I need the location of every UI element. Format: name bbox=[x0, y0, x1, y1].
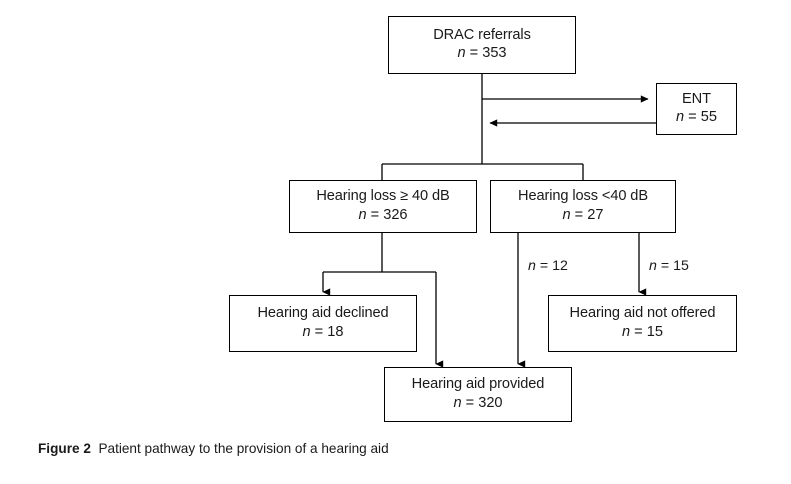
node-hearing-loss-ge-40db-count: n = 326 bbox=[358, 207, 407, 225]
n-value: 320 bbox=[478, 394, 503, 411]
eq-symbol: = bbox=[310, 323, 328, 340]
n-symbol: n bbox=[676, 109, 685, 126]
node-ent[interactable]: ENT n = 55 bbox=[656, 83, 737, 135]
node-hearing-aid-declined-title: Hearing aid declined bbox=[257, 305, 389, 322]
n-value: 55 bbox=[700, 109, 717, 126]
n-symbol: n bbox=[622, 323, 631, 340]
node-hearing-loss-lt-40db[interactable]: Hearing loss <40 dB n = 27 bbox=[490, 180, 676, 233]
figure-caption-text: Patient pathway to the provision of a he… bbox=[98, 441, 389, 456]
n-value: 12 bbox=[552, 258, 568, 274]
figure-caption: Figure 2 Patient pathway to the provisio… bbox=[38, 441, 389, 456]
n-symbol: n bbox=[302, 323, 311, 340]
figure-caption-label: Figure 2 bbox=[38, 441, 91, 456]
n-symbol: n bbox=[649, 258, 657, 274]
node-drac-referrals[interactable]: DRAC referrals n = 353 bbox=[388, 16, 576, 74]
n-value: 27 bbox=[587, 206, 604, 223]
n-symbol: n bbox=[453, 394, 462, 411]
eq-symbol: = bbox=[465, 45, 483, 62]
n-value: 15 bbox=[673, 258, 689, 274]
node-ent-title: ENT bbox=[682, 90, 711, 107]
n-symbol: n bbox=[562, 206, 571, 223]
node-hearing-aid-declined-count: n = 18 bbox=[303, 324, 344, 342]
node-hearing-aid-provided-title: Hearing aid provided bbox=[411, 376, 545, 393]
node-hearing-aid-provided-count: n = 320 bbox=[453, 395, 502, 413]
eq-symbol: = bbox=[570, 206, 588, 223]
eq-symbol: = bbox=[461, 394, 479, 411]
node-hearing-aid-not-offered-count: n = 15 bbox=[622, 324, 663, 342]
edge-label-lt40-to-not-offered: n = 15 bbox=[649, 258, 689, 274]
n-symbol: n bbox=[358, 206, 367, 223]
eq-symbol: = bbox=[630, 323, 647, 340]
eq-symbol: = bbox=[535, 258, 553, 274]
eq-symbol: = bbox=[656, 258, 674, 274]
n-symbol: n bbox=[457, 45, 466, 62]
node-ent-count: n = 55 bbox=[676, 109, 717, 127]
node-drac-referrals-count: n = 353 bbox=[457, 45, 506, 63]
n-value: 15 bbox=[646, 323, 663, 340]
n-value: 353 bbox=[482, 45, 507, 62]
node-hearing-loss-ge-40db-title: Hearing loss ≥ 40 dB bbox=[316, 188, 450, 205]
eq-symbol: = bbox=[684, 109, 701, 126]
node-hearing-aid-provided[interactable]: Hearing aid provided n = 320 bbox=[384, 367, 572, 422]
n-value: 18 bbox=[327, 323, 344, 340]
node-drac-referrals-title: DRAC referrals bbox=[433, 26, 531, 43]
node-hearing-aid-not-offered[interactable]: Hearing aid not offered n = 15 bbox=[548, 295, 737, 352]
n-value: 326 bbox=[383, 206, 408, 223]
eq-symbol: = bbox=[366, 206, 384, 223]
edge-label-lt40-to-provided: n = 12 bbox=[528, 258, 568, 274]
n-symbol: n bbox=[528, 258, 536, 274]
node-hearing-loss-ge-40db[interactable]: Hearing loss ≥ 40 dB n = 326 bbox=[289, 180, 477, 233]
node-hearing-aid-declined[interactable]: Hearing aid declined n = 18 bbox=[229, 295, 417, 352]
node-hearing-loss-lt-40db-count: n = 27 bbox=[563, 207, 604, 225]
node-hearing-aid-not-offered-title: Hearing aid not offered bbox=[569, 305, 716, 322]
node-hearing-loss-lt-40db-title: Hearing loss <40 dB bbox=[518, 188, 648, 205]
